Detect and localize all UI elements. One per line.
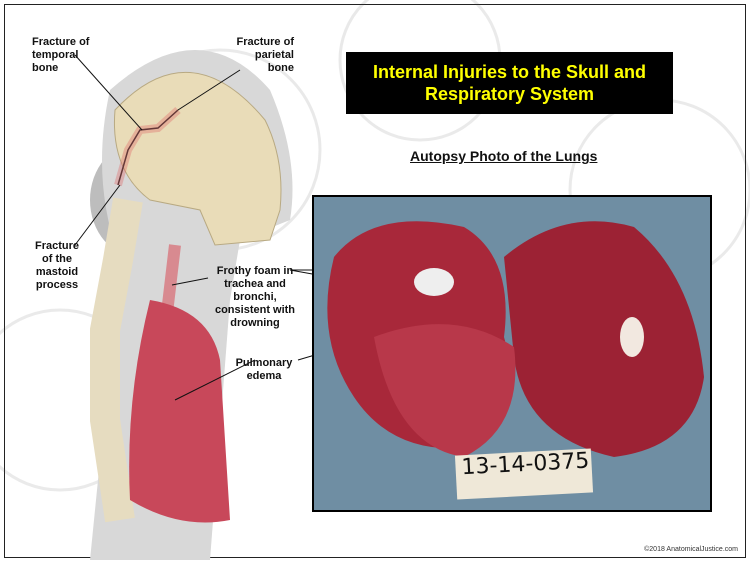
skull: [113, 71, 282, 246]
title-box: Internal Injuries to the Skull and Respi…: [346, 52, 673, 114]
autopsy-lung-photo: 13-14-0375: [312, 195, 712, 512]
label-pulmonary-edema: Pulmonary edema: [235, 357, 293, 382]
label-frothy-foam: Frothy foam in trachea and bronchi, cons…: [214, 265, 296, 329]
photo-subtitle: Autopsy Photo of the Lungs: [410, 148, 598, 164]
lung-photo-drawing: [327, 221, 704, 457]
copyright-text: ©2018 AnatomicalJustice.com: [644, 546, 738, 553]
foam-patch-right: [620, 317, 644, 357]
fracture-line: [117, 109, 179, 186]
spine: [90, 197, 143, 523]
page-title: Internal Injuries to the Skull and Respi…: [372, 62, 647, 104]
lung-illustration: [129, 300, 230, 523]
label-temporal-fracture: Fracture of temporal bone: [32, 36, 90, 74]
lower-lobe: [374, 324, 516, 457]
fracture-glow: [114, 107, 181, 187]
label-parietal-fracture: Fracture of parietal bone: [236, 36, 294, 74]
right-lung: [504, 221, 704, 457]
label-mastoid-fracture: Fracture of the mastoid process: [34, 240, 80, 291]
specimen-tag: 13-14-0375: [454, 448, 594, 500]
frame-border: [4, 4, 746, 558]
foam-patch-left: [414, 268, 454, 296]
